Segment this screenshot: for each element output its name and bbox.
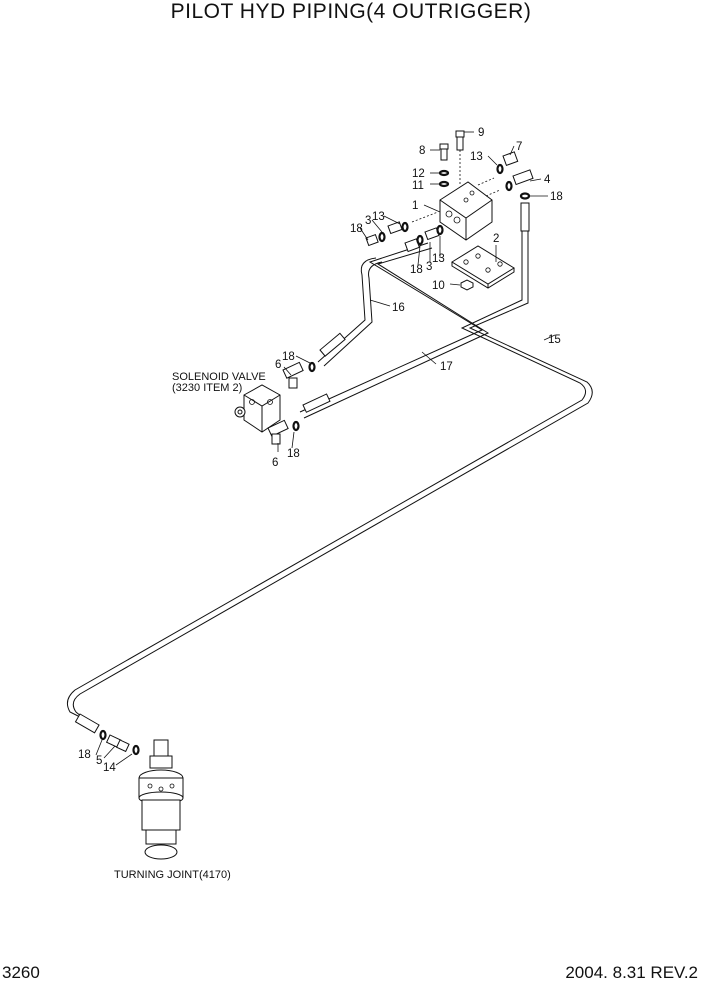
bolt-9 — [455, 130, 465, 151]
callout-15: 15 — [548, 334, 561, 346]
callout-17: 17 — [440, 361, 453, 373]
callout-16: 16 — [392, 302, 405, 314]
callout-5: 5 — [96, 755, 102, 767]
callout-8: 8 — [419, 145, 425, 157]
turning-joint-label: TURNING JOINT(4170) — [114, 869, 231, 881]
connector-4 — [505, 169, 534, 192]
hose-17 — [299, 242, 490, 419]
hose-15 — [66, 202, 593, 734]
plate-2 — [451, 245, 515, 289]
callout-13: 13 — [470, 151, 483, 163]
oring-18-top — [519, 192, 531, 200]
page-number: 3260 — [2, 963, 40, 982]
callout-11: 11 — [412, 180, 424, 192]
annotations: SOLENOID VALVE (3230 ITEM 2) TURNING JOI… — [114, 371, 266, 881]
fittings-turning-joint — [99, 729, 140, 756]
callout-7: 7 — [516, 141, 522, 153]
bolt-8 — [439, 143, 449, 161]
callout-18: 18 — [287, 448, 300, 460]
page-title: PILOT HYD PIPING(4 OUTRIGGER) — [170, 0, 532, 23]
callout-18: 18 — [282, 351, 295, 363]
valve-block-1 — [439, 181, 493, 241]
callout-2: 2 — [493, 233, 499, 245]
oring-18-lower — [292, 420, 300, 432]
callout-9: 9 — [478, 127, 484, 139]
callout-3: 3 — [365, 215, 371, 227]
callout-18: 18 — [550, 191, 563, 203]
tee-6-lower — [267, 419, 289, 445]
callout-10: 10 — [432, 280, 445, 292]
solenoid-valve-ref: (3230 ITEM 2) — [172, 382, 242, 394]
tee-6-upper — [282, 361, 304, 389]
callout-12: 12 — [412, 168, 425, 180]
date-revision: 2004. 8.31 REV.2 — [565, 963, 698, 982]
solenoid-valve — [234, 384, 281, 433]
callout-13: 13 — [432, 253, 445, 265]
callout-3: 3 — [426, 261, 432, 273]
oring-18-upper — [308, 361, 316, 373]
callout-numbers: 9 8 7 13 12 11 4 18 1 18 3 13 2 18 3 13 … — [78, 127, 563, 774]
leader-lines — [95, 131, 556, 766]
elbow-7 — [496, 151, 519, 175]
solenoid-valve-label: SOLENOID VALVE — [172, 371, 266, 383]
hose-16 — [317, 257, 383, 367]
callout-4: 4 — [544, 174, 551, 186]
washer-12 — [438, 169, 450, 177]
turning-joint — [138, 739, 184, 860]
callout-18: 18 — [78, 749, 91, 761]
washer-11 — [438, 180, 450, 188]
fittings-lower-left — [404, 224, 444, 253]
callout-18: 18 — [410, 264, 423, 276]
callout-13: 13 — [372, 211, 385, 223]
callout-6: 6 — [275, 359, 281, 371]
fittings-upper-left — [365, 211, 439, 247]
callout-6: 6 — [272, 457, 278, 469]
callout-14: 14 — [103, 762, 116, 774]
nut-10 — [460, 279, 474, 291]
callout-18: 18 — [350, 223, 363, 235]
callout-1: 1 — [412, 200, 418, 212]
